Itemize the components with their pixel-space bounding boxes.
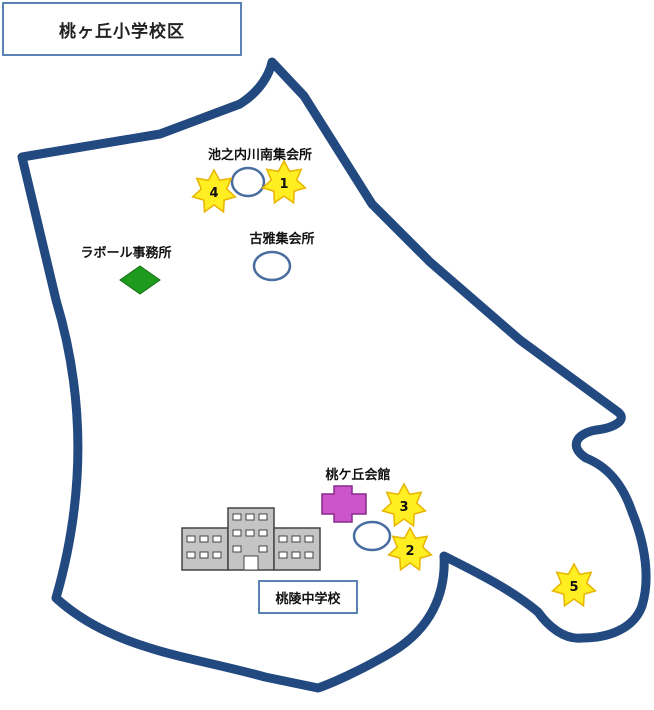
label-labor-office: ラボール事務所 — [80, 246, 172, 261]
community-hall-cross-icon — [321, 485, 367, 523]
star-marker-icon — [191, 168, 237, 214]
label-koga-hall: 古雅集会所 — [249, 232, 315, 247]
school-district-boundary — [17, 57, 651, 693]
map-title: 桃ヶ丘小学校区 — [2, 2, 242, 56]
star-marker-icon — [551, 562, 597, 608]
label-ikenouchi-minami-hall: 池之内川南集会所 — [207, 148, 313, 163]
star-marker-number: 5 — [569, 580, 578, 595]
label-momogaoka-kaikan: 桃ケ丘会館 — [325, 468, 391, 483]
star-marker-number: 3 — [399, 500, 408, 515]
meeting-hall-circle-icon — [230, 166, 266, 198]
star-marker-number: 1 — [279, 177, 288, 192]
star-marker-number: 2 — [405, 544, 414, 559]
star-marker-icon — [261, 159, 307, 205]
star-marker-number: 4 — [209, 186, 218, 201]
meeting-hall-circle-icon — [352, 520, 392, 552]
star-marker-icon — [387, 526, 433, 572]
office-diamond-icon — [119, 265, 161, 295]
meeting-hall-circle-icon — [252, 250, 292, 282]
star-marker-icon — [381, 482, 427, 528]
label-toryo-junior-high: 桃陵中学校 — [258, 580, 358, 614]
school-building-icon — [181, 507, 321, 571]
